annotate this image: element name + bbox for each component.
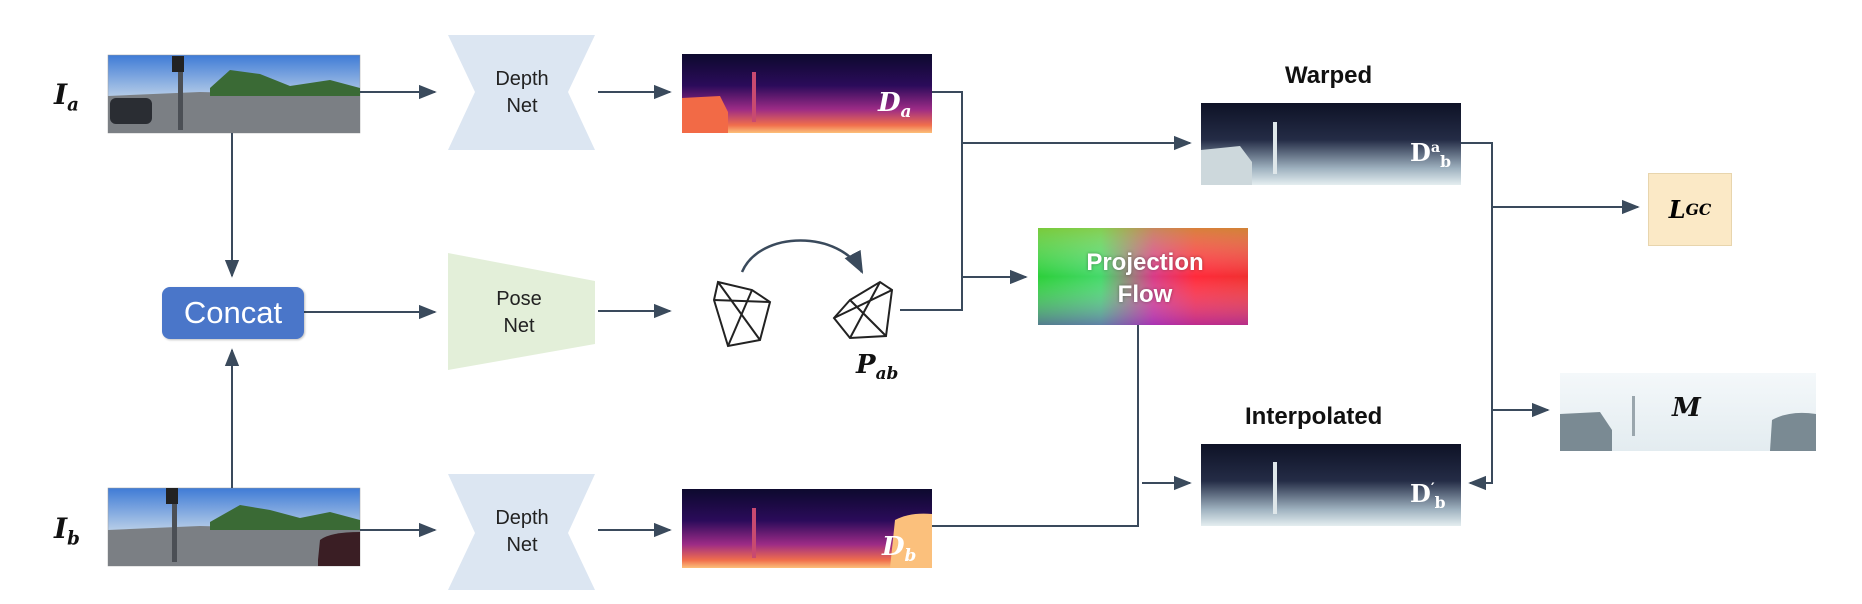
connector-arrows [224, 84, 1640, 538]
pose-net-shape [448, 253, 595, 370]
warped-title: Warped [1285, 62, 1373, 89]
depth-map-b [682, 489, 932, 568]
image-a-label: Ia [54, 78, 79, 116]
depth-map-b-label: Db [882, 532, 917, 566]
warped-map-label: Dab [1410, 138, 1452, 171]
mask-label: M [1672, 393, 1701, 423]
input-image-a [107, 54, 361, 134]
camera-pose-icon-b [832, 280, 894, 340]
interpolated-depth-map [1201, 444, 1461, 526]
input-image-b [107, 487, 361, 567]
pose-label: Pab [856, 350, 899, 384]
camera-pose-icon-a [712, 280, 772, 348]
image-b-label: Ib [54, 512, 80, 550]
depth-net-top-shape [448, 35, 595, 150]
interpolated-title: Interpolated [1245, 403, 1383, 430]
concat-block: Concat [162, 287, 304, 339]
mask-map [1560, 373, 1816, 451]
depth-map-a-label: Da [878, 88, 912, 122]
interpolated-map-label: D′b [1410, 479, 1446, 512]
projection-flow-box [1038, 228, 1248, 325]
depth-map-a [682, 54, 932, 133]
depth-net-bottom-shape [448, 474, 595, 590]
warped-depth-map [1201, 103, 1461, 185]
pose-transform-arc [740, 239, 864, 274]
